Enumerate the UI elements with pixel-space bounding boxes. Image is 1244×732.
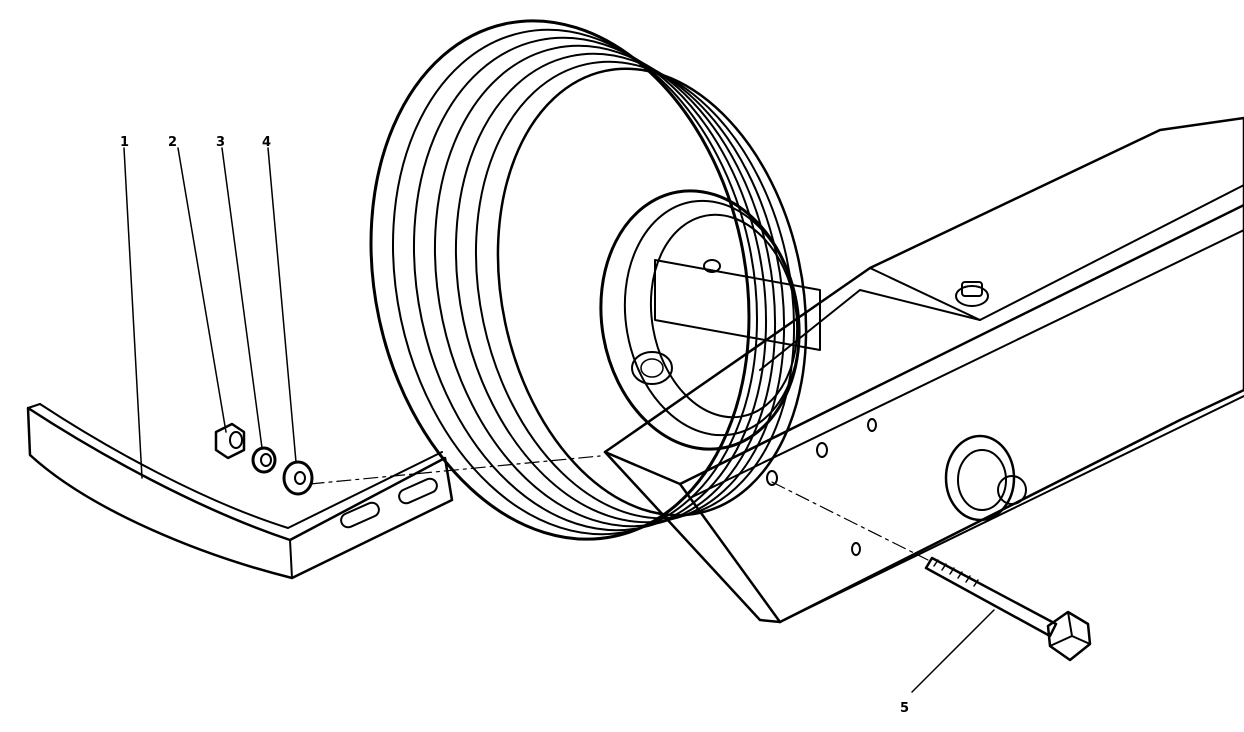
centerlines — [309, 455, 929, 561]
axle-hub — [631, 259, 821, 385]
frame-tube — [603, 116, 1244, 624]
frame-holes — [766, 418, 877, 556]
leader-lines — [123, 147, 995, 693]
lock-washer-icon — [251, 446, 277, 474]
flat-washer-icon — [282, 460, 314, 496]
tire-tread — [369, 19, 808, 541]
slot-holes — [340, 477, 438, 529]
callout-5: 5 — [900, 701, 909, 716]
callout-1: 1 — [120, 135, 129, 150]
lock-nut-icon — [214, 422, 246, 460]
axle-nut-icon — [944, 434, 1027, 522]
callout-4: 4 — [262, 135, 271, 150]
callout-labels: 1 2 3 4 5 — [120, 135, 909, 716]
bolt-icon — [924, 556, 1092, 662]
scraper-bar — [26, 403, 454, 580]
top-bolt-head-icon — [955, 281, 989, 307]
tire — [369, 19, 821, 541]
callout-2: 2 — [168, 135, 177, 150]
wheel-rim — [599, 189, 801, 451]
callout-3: 3 — [216, 135, 225, 150]
